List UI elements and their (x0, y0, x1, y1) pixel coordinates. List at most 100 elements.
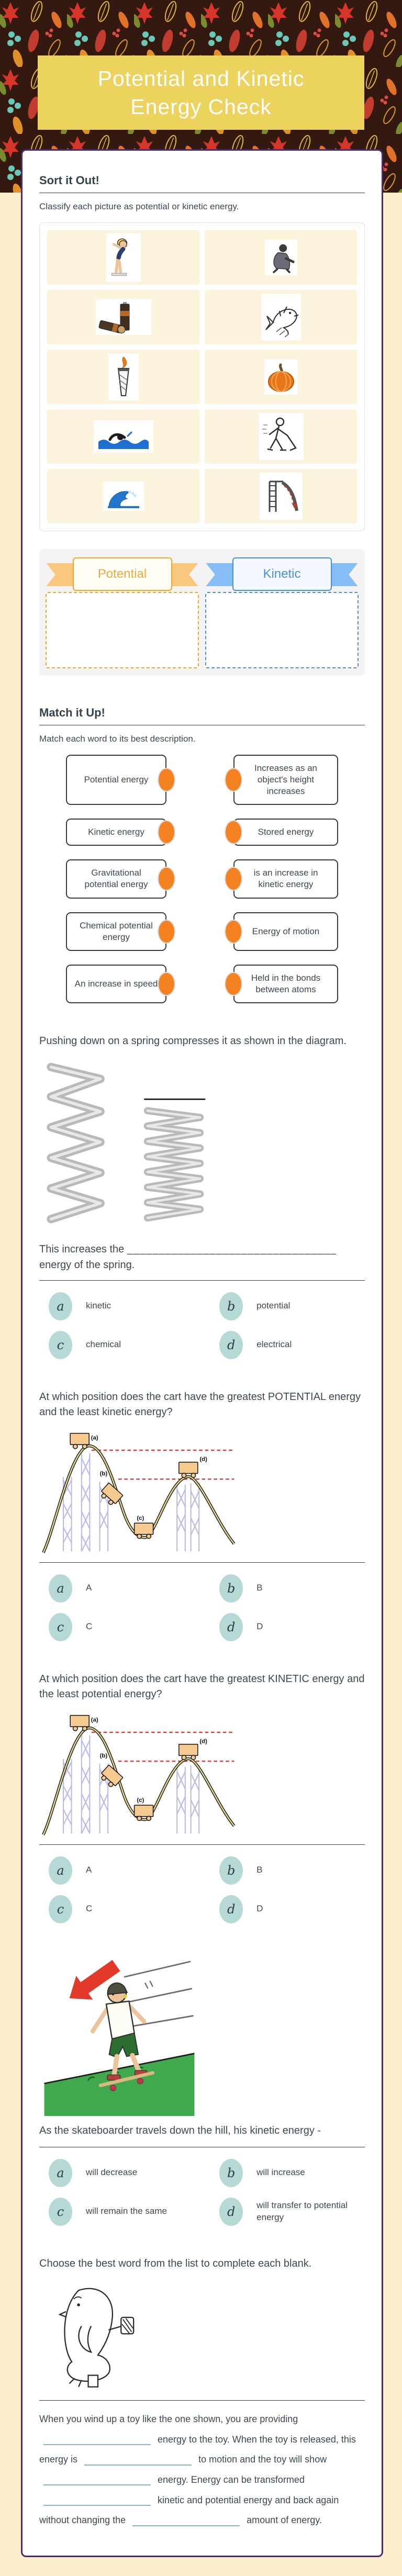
option-letter-circle[interactable]: d (219, 1330, 243, 1359)
option-label: B (256, 1583, 263, 1593)
sort-cell (47, 409, 199, 464)
sort-cell (47, 230, 199, 285)
cloze-blank-4[interactable] (43, 2495, 151, 2506)
match-connector-dot[interactable] (225, 971, 242, 996)
cloze-blank-5[interactable] (132, 2516, 240, 2526)
option-c[interactable]: c C (49, 1612, 219, 1641)
option-letter-circle[interactable]: b (219, 2158, 243, 2187)
sort-grid-container (39, 222, 365, 531)
option-label: A (86, 1865, 92, 1875)
match-connector-dot[interactable] (225, 768, 242, 792)
match-connector-dot[interactable] (158, 919, 175, 944)
option-a[interactable]: a kinetic (49, 1292, 219, 1320)
kneeling-child-image[interactable] (264, 240, 297, 275)
option-letter-circle[interactable]: b (219, 1574, 243, 1603)
option-label: A (86, 1583, 92, 1593)
cloze-blank-1[interactable] (43, 2435, 151, 2445)
swimmer-image[interactable] (93, 420, 153, 453)
option-letter-circle[interactable]: a (49, 1856, 72, 1885)
match-connector-dot[interactable] (158, 971, 175, 996)
option-c[interactable]: c C (49, 1895, 219, 1923)
options-rule (39, 1280, 365, 1281)
kinetic-dropzone[interactable] (205, 592, 359, 668)
match-description-label: is an increase in kinetic energy (253, 868, 318, 890)
batteries-image[interactable] (95, 299, 151, 335)
cloze-blank-2[interactable] (84, 2455, 192, 2466)
option-b[interactable]: b will increase (219, 2158, 365, 2187)
option-letter-circle[interactable]: c (49, 1612, 72, 1641)
option-letter-circle[interactable]: b (219, 1856, 243, 1885)
option-d[interactable]: d will transfer to potential energy (219, 2197, 365, 2226)
sort-cell (47, 290, 199, 344)
sort-cell (47, 350, 199, 404)
jumping-fish-image[interactable] (261, 294, 301, 341)
option-label: will decrease (86, 2167, 138, 2178)
potential-bin: Potential (46, 557, 199, 668)
cloze-text: energy to the toy. When the toy is relea… (158, 2434, 356, 2445)
potential-dropzone[interactable] (46, 592, 199, 668)
match-connector-dot[interactable] (158, 867, 175, 891)
match-connector-dot[interactable] (158, 768, 175, 792)
sort-cell (205, 409, 357, 464)
section-question-kinetic: At which position does the cart have the… (39, 1672, 365, 1923)
spring-options: a kinetic b potential c chemical d elect… (39, 1289, 365, 1359)
option-letter-circle[interactable]: c (49, 1330, 72, 1359)
option-a[interactable]: a A (49, 1856, 219, 1885)
option-d[interactable]: d D (219, 1612, 365, 1641)
potential-ribbon: Potential (46, 557, 198, 591)
option-label: potential (256, 1301, 291, 1311)
match-title: Match it Up! (39, 706, 105, 719)
match-connector-dot[interactable] (225, 820, 242, 845)
option-letter-circle[interactable]: a (49, 1292, 72, 1320)
option-letter-circle[interactable]: a (49, 2158, 72, 2187)
option-d[interactable]: d electrical (219, 1330, 365, 1359)
match-row: Potential energy Increases as an object'… (39, 755, 365, 805)
cloze-blank-3[interactable] (43, 2475, 151, 2486)
option-letter-circle[interactable]: d (219, 1612, 243, 1641)
kinetic-question-options: a A b B c C d D (39, 1853, 365, 1923)
option-d[interactable]: d D (219, 1895, 365, 1923)
kinetic-question: At which position does the cart have the… (39, 1673, 365, 1700)
option-b[interactable]: b potential (219, 1292, 365, 1320)
diver-image[interactable] (106, 233, 141, 282)
match-connector-dot[interactable] (158, 820, 175, 845)
ocean-wave-image[interactable] (103, 481, 144, 511)
option-b[interactable]: b B (219, 1856, 365, 1885)
options-rule (39, 1844, 365, 1845)
windup-toy-image (58, 2288, 135, 2388)
match-connector-dot[interactable] (225, 919, 242, 944)
option-letter-circle[interactable]: d (219, 1895, 243, 1923)
sort-grid (47, 230, 357, 523)
match-connector-dot[interactable] (225, 867, 242, 891)
option-letter-circle[interactable]: b (219, 1292, 243, 1320)
section-match: Match it Up! Match each word to its best… (39, 706, 365, 1003)
match-description-label: Energy of motion (252, 926, 320, 936)
option-b[interactable]: b B (219, 1574, 365, 1603)
fill-text-after: energy of the spring. (39, 1259, 135, 1271)
potential-question-options: a A b B c C d D (39, 1571, 365, 1641)
option-a[interactable]: a A (49, 1574, 219, 1603)
torch-icon (117, 356, 129, 396)
match-term-label: Gravitational potential energy (84, 868, 148, 890)
option-letter-circle[interactable]: d (219, 2197, 243, 2226)
ocean-wave-icon (107, 490, 139, 508)
hockey-player-image[interactable] (258, 413, 304, 460)
pumpkin-icon (267, 363, 294, 392)
option-a[interactable]: a will decrease (49, 2158, 219, 2187)
match-prompt: Match each word to its best description. (39, 734, 196, 744)
potential-bin-label: Potential (72, 557, 172, 591)
skateboard-question: As the skateboarder travels down the hil… (39, 2124, 321, 2136)
option-label: C (86, 1621, 93, 1632)
pumpkin-image[interactable] (264, 359, 298, 395)
option-letter-circle[interactable]: c (49, 2197, 72, 2226)
match-description: Stored energy (225, 819, 338, 846)
cloze-text: kinetic and potential energy and back ag… (158, 2494, 339, 2505)
match-term: An increase in speed (66, 964, 175, 1003)
option-letter-circle[interactable]: a (49, 1574, 72, 1603)
torch-image[interactable] (108, 353, 139, 400)
swimmer-icon (98, 431, 149, 449)
option-c[interactable]: c will remain the same (49, 2197, 219, 2226)
slide-image[interactable] (259, 473, 303, 520)
option-c[interactable]: c chemical (49, 1330, 219, 1359)
option-letter-circle[interactable]: c (49, 1895, 72, 1923)
